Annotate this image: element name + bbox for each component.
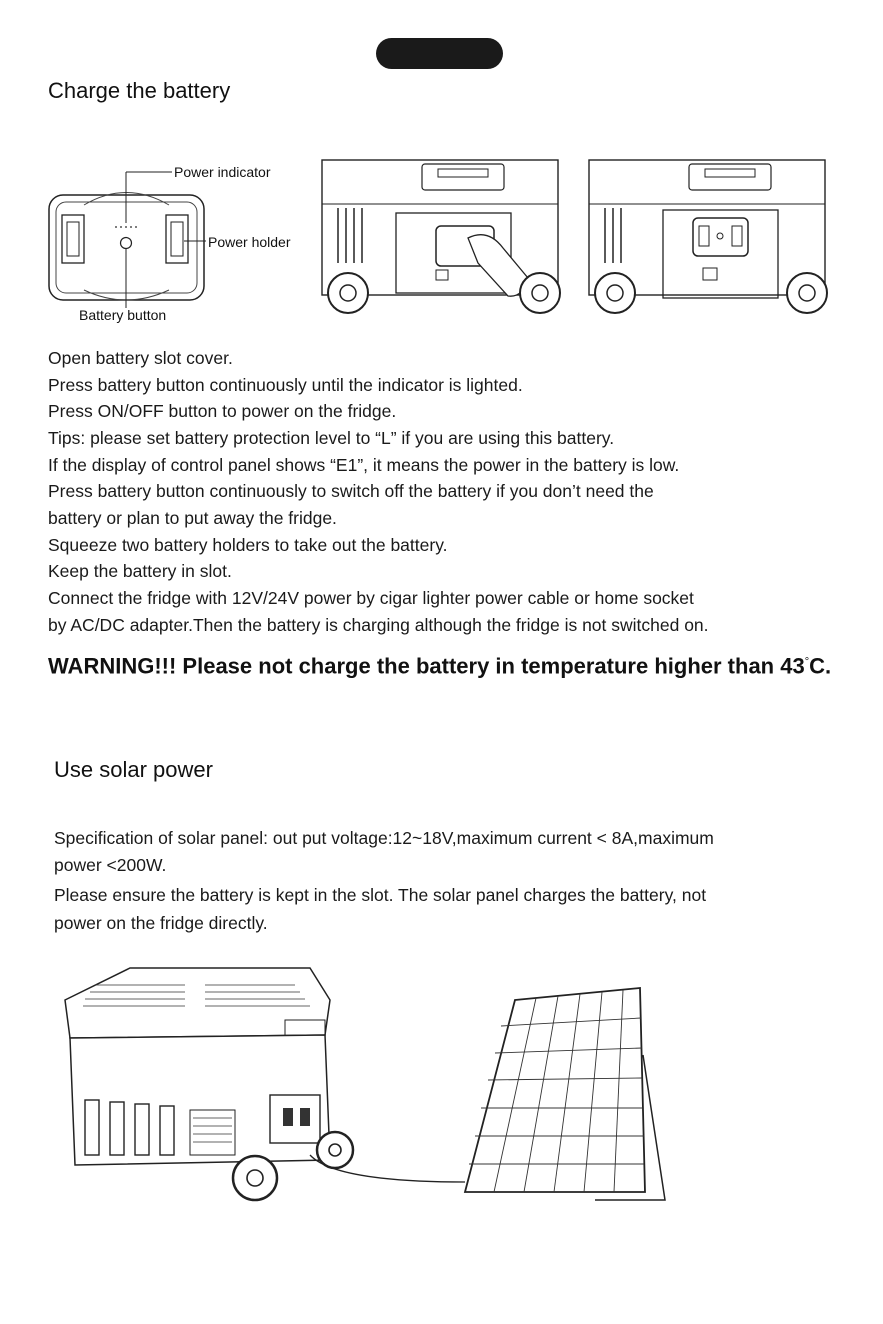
- solar-line-1: Specification of solar panel: out put vo…: [54, 828, 714, 848]
- charge-line-7: battery or plan to put away the fridge.: [48, 508, 337, 528]
- power-indicator-label: Power indicator: [174, 164, 271, 180]
- warning-text: WARNING!!! Please not charge the battery…: [48, 653, 805, 679]
- temperature-warning: WARNING!!! Please not charge the battery…: [48, 647, 848, 681]
- charge-line-10: Connect the fridge with 12V/24V power by…: [48, 588, 694, 608]
- charge-line-5: If the display of control panel shows “E…: [48, 455, 680, 475]
- fridge-solar-illustration: [55, 960, 675, 1210]
- battery-illustration: [48, 171, 206, 308]
- solar-line-4: power on the fridge directly.: [54, 913, 268, 933]
- charge-line-4: Tips: please set battery protection leve…: [48, 428, 615, 448]
- charge-line-3: Press ON/OFF button to power on the frid…: [48, 401, 397, 421]
- solar-line-2: power <200W.: [54, 855, 167, 875]
- warning-unit: C.: [809, 653, 832, 679]
- fridge-insert-battery-illustration: [318, 158, 563, 328]
- battery-diagram: Power indicator Power holder Battery but…: [44, 160, 314, 330]
- solar-line-3: Please ensure the battery is kept in the…: [54, 885, 707, 905]
- power-holder-label: Power holder: [208, 234, 291, 250]
- charge-line-8: Squeeze two battery holders to take out …: [48, 535, 448, 555]
- charge-line-1: Open battery slot cover.: [48, 348, 233, 368]
- charge-line-2: Press battery button continuously until …: [48, 375, 523, 395]
- battery-button-label: Battery button: [79, 307, 167, 323]
- fridge-battery-inserted-illustration: [585, 158, 830, 328]
- charge-line-9: Keep the battery in slot.: [48, 561, 232, 581]
- solar-power-heading: Use solar power: [54, 757, 213, 782]
- page-header-pill: [376, 38, 503, 69]
- charge-line-6: Press battery button continuously to swi…: [48, 481, 654, 501]
- charge-line-11: by AC/DC adapter.Then the battery is cha…: [48, 615, 709, 635]
- warning-degree: °: [804, 656, 810, 668]
- charge-battery-heading: Charge the battery: [48, 78, 231, 103]
